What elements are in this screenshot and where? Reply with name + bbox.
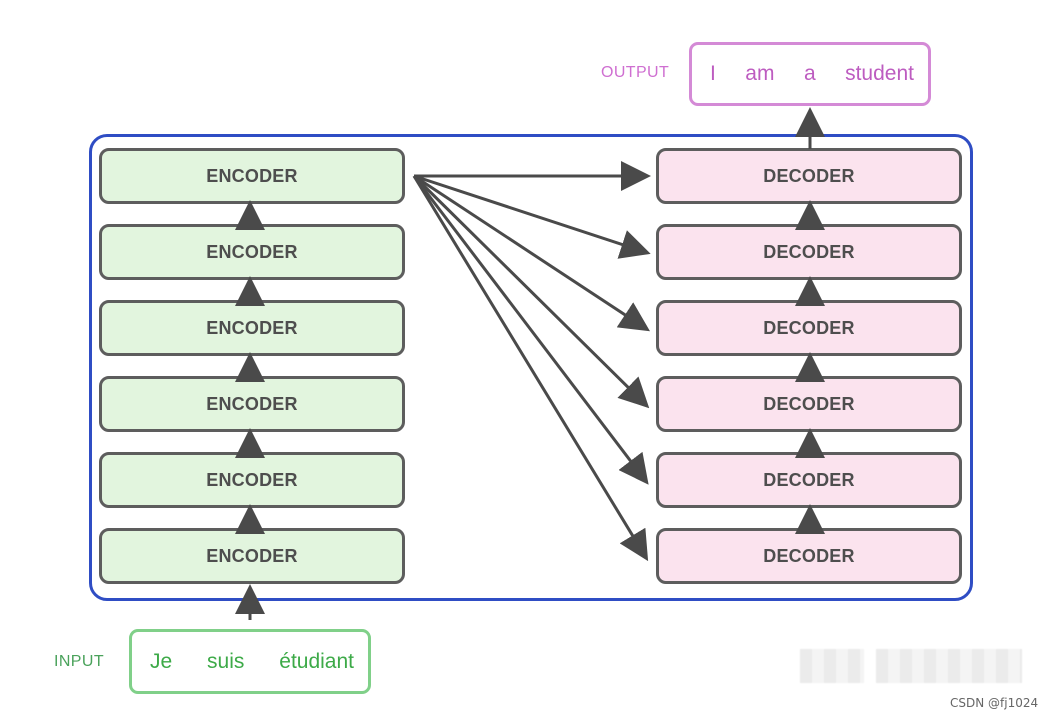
input-token-3: étudiant	[279, 649, 354, 673]
input-token-1: Je	[150, 649, 173, 673]
input-token-2: suis	[207, 649, 245, 673]
output-sequence-box: I am a student	[689, 42, 931, 106]
blurred-watermark-region-2	[876, 649, 1022, 683]
decoder-block-6: DECODER	[656, 148, 962, 204]
encoder-block-2: ENCODER	[99, 452, 405, 508]
encoder-block-5: ENCODER	[99, 224, 405, 280]
decoder-label-1: DECODER	[763, 545, 855, 566]
decoder-label-2: DECODER	[763, 469, 855, 490]
decoder-label-5: DECODER	[763, 241, 855, 262]
decoder-block-3: DECODER	[656, 376, 962, 432]
input-label: INPUT	[54, 653, 104, 670]
watermark-text: CSDN @fj1024	[950, 696, 1039, 710]
output-token-4: student	[845, 62, 914, 85]
decoder-label-4: DECODER	[763, 317, 855, 338]
output-label: OUTPUT	[601, 64, 670, 81]
output-token-3: a	[803, 62, 816, 85]
encoder-label-1: ENCODER	[206, 545, 298, 566]
blurred-watermark-region-1	[800, 649, 864, 683]
decoder-label-6: DECODER	[763, 165, 855, 186]
encoder-label-6: ENCODER	[206, 165, 298, 186]
encoder-block-4: ENCODER	[99, 300, 405, 356]
encoder-block-6: ENCODER	[99, 148, 405, 204]
decoder-block-2: DECODER	[656, 452, 962, 508]
output-token-1: I	[710, 62, 716, 85]
encoder-label-5: ENCODER	[206, 241, 298, 262]
encoder-block-1: ENCODER	[99, 528, 405, 584]
decoder-block-1: DECODER	[656, 528, 962, 584]
input-sequence-box: Je suis étudiant	[129, 629, 371, 694]
decoder-block-4: DECODER	[656, 300, 962, 356]
decoder-block-5: DECODER	[656, 224, 962, 280]
output-token-2: am	[745, 62, 775, 85]
transformer-stack-container	[89, 134, 973, 601]
encoder-label-4: ENCODER	[206, 317, 298, 338]
decoder-label-3: DECODER	[763, 393, 855, 414]
encoder-label-3: ENCODER	[206, 393, 298, 414]
encoder-label-2: ENCODER	[206, 469, 298, 490]
encoder-block-3: ENCODER	[99, 376, 405, 432]
